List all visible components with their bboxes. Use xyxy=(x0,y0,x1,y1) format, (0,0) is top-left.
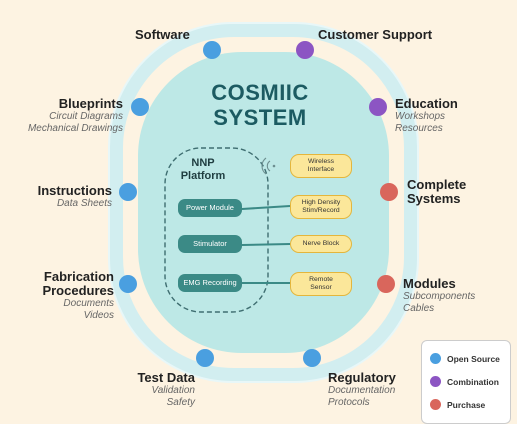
node-dot-blueprints xyxy=(131,98,149,116)
customer-support-label: Customer Support xyxy=(318,27,433,42)
education-group: Education Workshops Resources xyxy=(395,97,458,135)
legend-item-purchase: Purchase xyxy=(430,399,485,410)
node-dot-complete-systems xyxy=(380,183,398,201)
fabrication-sub-1: Documents xyxy=(63,298,114,309)
node-dot-customer-support xyxy=(296,41,314,59)
pill-line-1: Wireless xyxy=(307,158,335,165)
legend-dot-icon xyxy=(430,399,441,410)
legend-item-combination: Combination xyxy=(430,376,499,387)
stimulator-box: Stimulator xyxy=(178,235,242,253)
legend-dot-icon xyxy=(430,376,441,387)
modules-sub-1: Subcomponents xyxy=(403,291,476,302)
nerve-block-pill: Nerve Block xyxy=(290,235,352,253)
complete-systems-line-2: Systems xyxy=(407,191,461,206)
system-title: COSMIIC SYSTEM xyxy=(170,80,350,130)
pill-line-2: Sensor xyxy=(310,284,332,291)
wireless-interface-pill: Wireless Interface xyxy=(290,154,352,178)
title-line-2: SYSTEM xyxy=(213,105,307,130)
regulatory-sub-2: Protocols xyxy=(328,397,370,408)
legend-label: Purchase xyxy=(447,399,486,410)
connector-power xyxy=(241,205,291,210)
software-label: Software xyxy=(135,27,190,42)
legend-item-open-source: Open Source xyxy=(430,353,500,364)
nnp-line-2: Platform xyxy=(180,170,226,182)
node-dot-test-data xyxy=(196,349,214,367)
legend-dot-icon xyxy=(430,353,441,364)
emg-recording-box: EMG Recording xyxy=(178,274,242,292)
node-dot-education xyxy=(369,98,387,116)
title-line-1: COSMIIC xyxy=(211,80,309,105)
outer-ring xyxy=(109,23,418,382)
pill-line-2: Stim/Record xyxy=(302,207,340,214)
test-data-sub-1: Validation xyxy=(151,385,195,396)
complete-systems-group: Complete Systems xyxy=(407,178,466,206)
instructions-sub-1: Data Sheets xyxy=(56,198,112,209)
outer-ring-edge xyxy=(108,22,419,383)
education-label: Education xyxy=(395,96,458,111)
power-module-box: Power Module xyxy=(178,199,242,217)
legend-label: Open Source xyxy=(447,353,500,364)
test-data-group: Test Data Validation Safety xyxy=(137,371,195,409)
blueprints-group: Blueprints Circuit Diagrams Mechanical D… xyxy=(28,97,123,135)
node-dot-modules xyxy=(377,275,395,293)
high-density-pill: High Density Stim/Record xyxy=(290,195,352,219)
node-dot-fabrication xyxy=(119,275,137,293)
education-sub-1: Workshops xyxy=(395,111,446,122)
pill-line-2: Interface xyxy=(307,166,335,173)
fabrication-group: Fabrication Procedures Documents Videos xyxy=(42,270,114,322)
regulatory-label: Regulatory xyxy=(328,370,396,385)
legend-label: Combination xyxy=(447,376,499,387)
wireless-signal-icon xyxy=(261,157,276,175)
fabrication-line-2: Procedures xyxy=(42,283,114,298)
connector-stimulator xyxy=(241,243,291,246)
test-data-sub-2: Safety xyxy=(166,397,195,408)
pill-line-1: Remote xyxy=(309,276,333,283)
instructions-label: Instructions xyxy=(37,183,112,198)
regulatory-sub-1: Documentation xyxy=(328,385,396,396)
blueprints-sub-2: Mechanical Drawings xyxy=(27,123,123,134)
pill-line-1: High Density xyxy=(301,199,341,206)
modules-label: Modules xyxy=(403,276,456,291)
regulatory-group: Regulatory Documentation Protocols xyxy=(328,371,396,409)
test-data-label: Test Data xyxy=(137,370,195,385)
node-dot-regulatory xyxy=(303,349,321,367)
education-sub-2: Resources xyxy=(395,123,443,134)
node-dot-instructions xyxy=(119,183,137,201)
legend: Open Source Combination Purchase xyxy=(421,340,511,424)
complete-systems-line-1: Complete xyxy=(407,177,467,192)
node-dot-software xyxy=(203,41,221,59)
nnp-enclosure xyxy=(164,147,269,313)
modules-sub-2: Cables xyxy=(403,303,435,314)
pill-line-1: Nerve Block xyxy=(302,240,340,247)
instructions-group: Instructions Data Sheets xyxy=(38,184,112,210)
nnp-platform-label: NNP Platform xyxy=(168,157,238,183)
blueprints-sub-1: Circuit Diagrams xyxy=(49,111,123,122)
fabrication-sub-2: Videos xyxy=(83,310,114,321)
nnp-line-1: NNP xyxy=(191,157,215,169)
modules-group: Modules Subcomponents Cables xyxy=(403,277,475,315)
blueprints-label: Blueprints xyxy=(58,96,123,111)
fabrication-line-1: Fabrication xyxy=(43,269,114,284)
remote-sensor-pill: Remote Sensor xyxy=(290,272,352,296)
